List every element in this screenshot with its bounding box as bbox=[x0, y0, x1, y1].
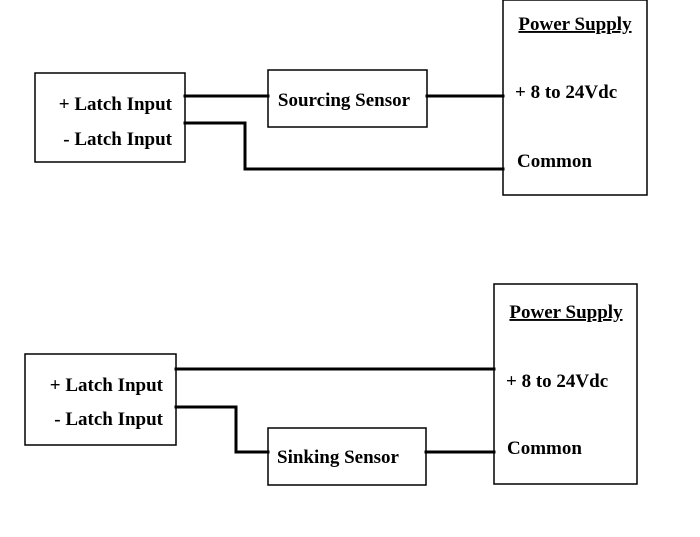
power-supply-box-bottom bbox=[493, 283, 638, 485]
power-supply-title-top: Power Supply bbox=[518, 14, 632, 35]
power-supply-title-bottom: Power Supply bbox=[509, 302, 623, 323]
wire-minus-to-sensor-bottom bbox=[174, 405, 270, 454]
wire-minus-to-common-top bbox=[183, 121, 505, 171]
sourcing-diagram bbox=[34, 0, 648, 196]
plus-latch-input-label-bottom: + Latch Input bbox=[50, 375, 164, 396]
plus-latch-input-label-top: + Latch Input bbox=[59, 94, 173, 115]
sourcing-sensor-box bbox=[267, 69, 428, 128]
sinking-sensor-box bbox=[267, 427, 427, 486]
minus-latch-input-label-bottom: - Latch Input bbox=[54, 409, 163, 430]
latch-input-box-bottom bbox=[24, 353, 177, 446]
sinking-diagram bbox=[24, 283, 638, 486]
voltage-label-top: + 8 to 24Vdc bbox=[515, 82, 617, 103]
latch-input-box-top bbox=[34, 72, 186, 163]
sourcing-sensor-label: Sourcing Sensor bbox=[278, 90, 411, 111]
minus-latch-input-label-top: - Latch Input bbox=[63, 129, 172, 150]
voltage-label-bottom: + 8 to 24Vdc bbox=[506, 371, 608, 392]
common-label-bottom: Common bbox=[507, 438, 582, 459]
common-label-top: Common bbox=[517, 151, 592, 172]
sinking-sensor-label: Sinking Sensor bbox=[277, 447, 400, 468]
